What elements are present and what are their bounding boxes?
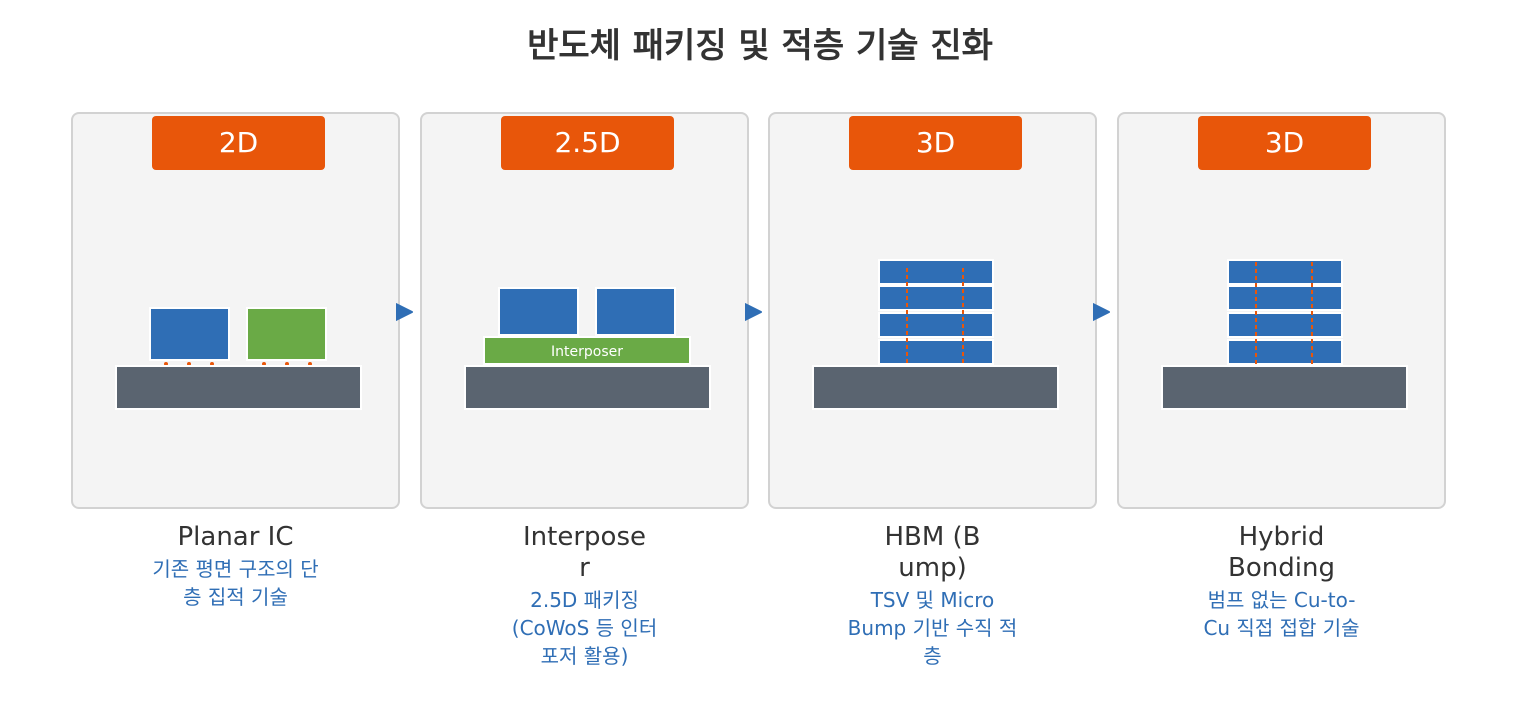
dram-layer — [1227, 285, 1343, 311]
substrate — [115, 365, 362, 410]
interposer-layer — [483, 336, 691, 365]
stage-description: TSV 및 Micro Bump 기반 수직 적층 — [847, 588, 1018, 668]
arrow-right-icon — [396, 303, 413, 321]
dram-layer — [1227, 312, 1343, 338]
chip-blue — [149, 307, 230, 361]
dram-layer — [878, 259, 994, 285]
stage-card-2-5d: 2.5D Interposer — [420, 112, 749, 509]
dram-layer — [878, 285, 994, 311]
stage-name: Interposer — [523, 522, 646, 583]
substrate — [812, 365, 1059, 410]
stage-badge: 3D — [1198, 116, 1371, 170]
arrow-right-icon — [745, 303, 762, 321]
chip-blue — [498, 287, 579, 336]
stage-caption: Hybrid Bonding 범프 없는 Cu-to-Cu 직접 접합 기술 — [1117, 522, 1446, 642]
dram-layer — [1227, 259, 1343, 285]
chip-blue — [595, 287, 676, 336]
stage-name: Hybrid Bonding — [1228, 522, 1335, 583]
stage-card-hbm: 3D — [768, 112, 1097, 509]
stage-caption: HBM (Bump) TSV 및 Micro Bump 기반 수직 적층 — [768, 522, 1097, 670]
stage-card-hybrid-bonding: 3D — [1117, 112, 1446, 509]
stage-description: 2.5D 패키징 (CoWoS 등 인터포저 활용) — [511, 588, 658, 668]
stage-badge: 2D — [152, 116, 325, 170]
dram-layer — [1227, 339, 1343, 365]
stage-caption: Interposer 2.5D 패키징 (CoWoS 등 인터포저 활용) — [420, 522, 749, 670]
stage-badge: 2.5D — [501, 116, 674, 170]
stage-description: 범프 없는 Cu-to-Cu 직접 접합 기술 — [1203, 588, 1360, 640]
substrate — [464, 365, 711, 410]
substrate — [1161, 365, 1408, 410]
stage-caption: Planar IC 기존 평면 구조의 단층 집적 기술 — [71, 522, 400, 611]
stage-badge: 3D — [849, 116, 1022, 170]
planar-ic-illustration — [115, 307, 362, 410]
dram-layer — [878, 312, 994, 338]
hybrid-bonding-illustration — [1161, 259, 1408, 410]
stage-name: Planar IC — [177, 522, 294, 552]
chip-green — [246, 307, 327, 361]
dram-layer — [878, 339, 994, 365]
stage-description: 기존 평면 구조의 단층 집적 기술 — [152, 557, 319, 609]
page-title: 반도체 패키징 및 적층 기술 진화 — [527, 26, 993, 66]
interposer-label: Interposer — [551, 344, 623, 360]
arrow-right-icon — [1093, 303, 1110, 321]
stage-card-2d: 2D — [71, 112, 400, 509]
interposer-illustration: Interposer — [464, 287, 711, 410]
stage-name: HBM (Bump) — [884, 522, 981, 583]
hbm-illustration — [812, 259, 1059, 410]
